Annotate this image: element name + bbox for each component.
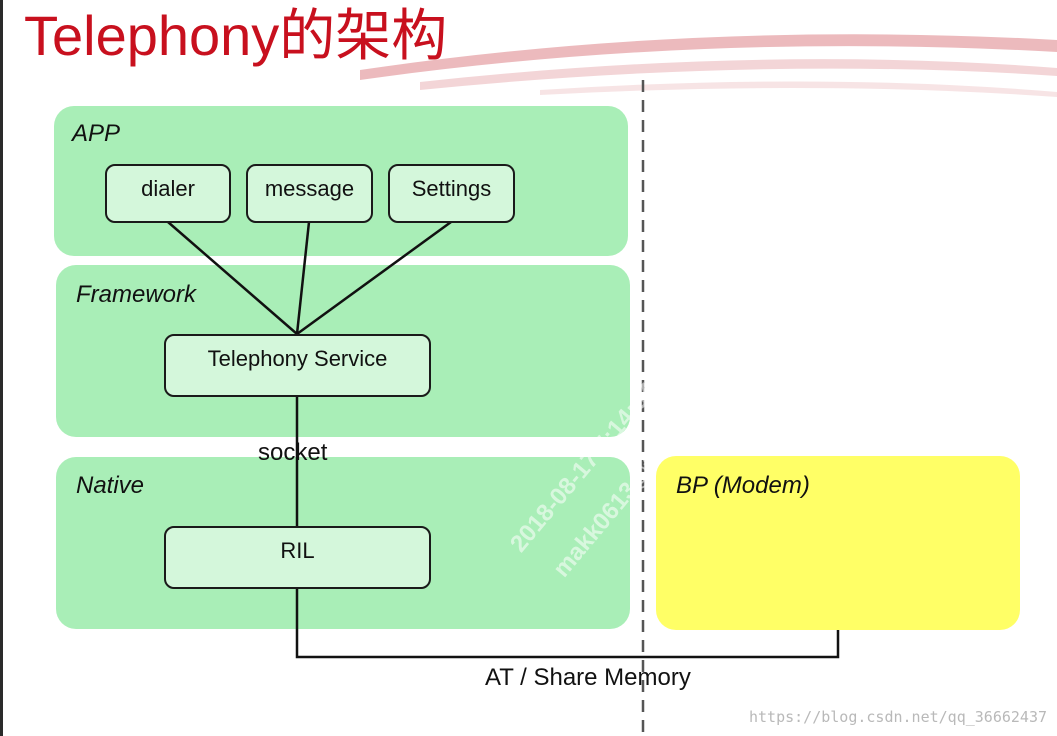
native-layer-label: Native: [76, 472, 145, 499]
settings-box: Settings: [388, 164, 515, 223]
socket-label: socket: [258, 439, 328, 466]
telephony-service-box: Telephony Service: [164, 334, 431, 397]
left-edge-bar: [0, 0, 3, 736]
ril-box: RIL: [164, 526, 431, 589]
app-layer-label: APP: [72, 120, 121, 147]
framework-layer-label: Framework: [76, 281, 197, 308]
message-box: message: [246, 164, 373, 223]
header-swoosh-decoration: [360, 34, 1057, 97]
source-url-watermark: https://blog.csdn.net/qq_36662437: [748, 708, 1047, 726]
dialer-box: dialer: [105, 164, 231, 223]
page-title: Telephony的架构: [24, 4, 448, 67]
bp-modem-label: BP (Modem): [676, 472, 810, 499]
at-share-memory-label: AT / Share Memory: [485, 664, 691, 691]
